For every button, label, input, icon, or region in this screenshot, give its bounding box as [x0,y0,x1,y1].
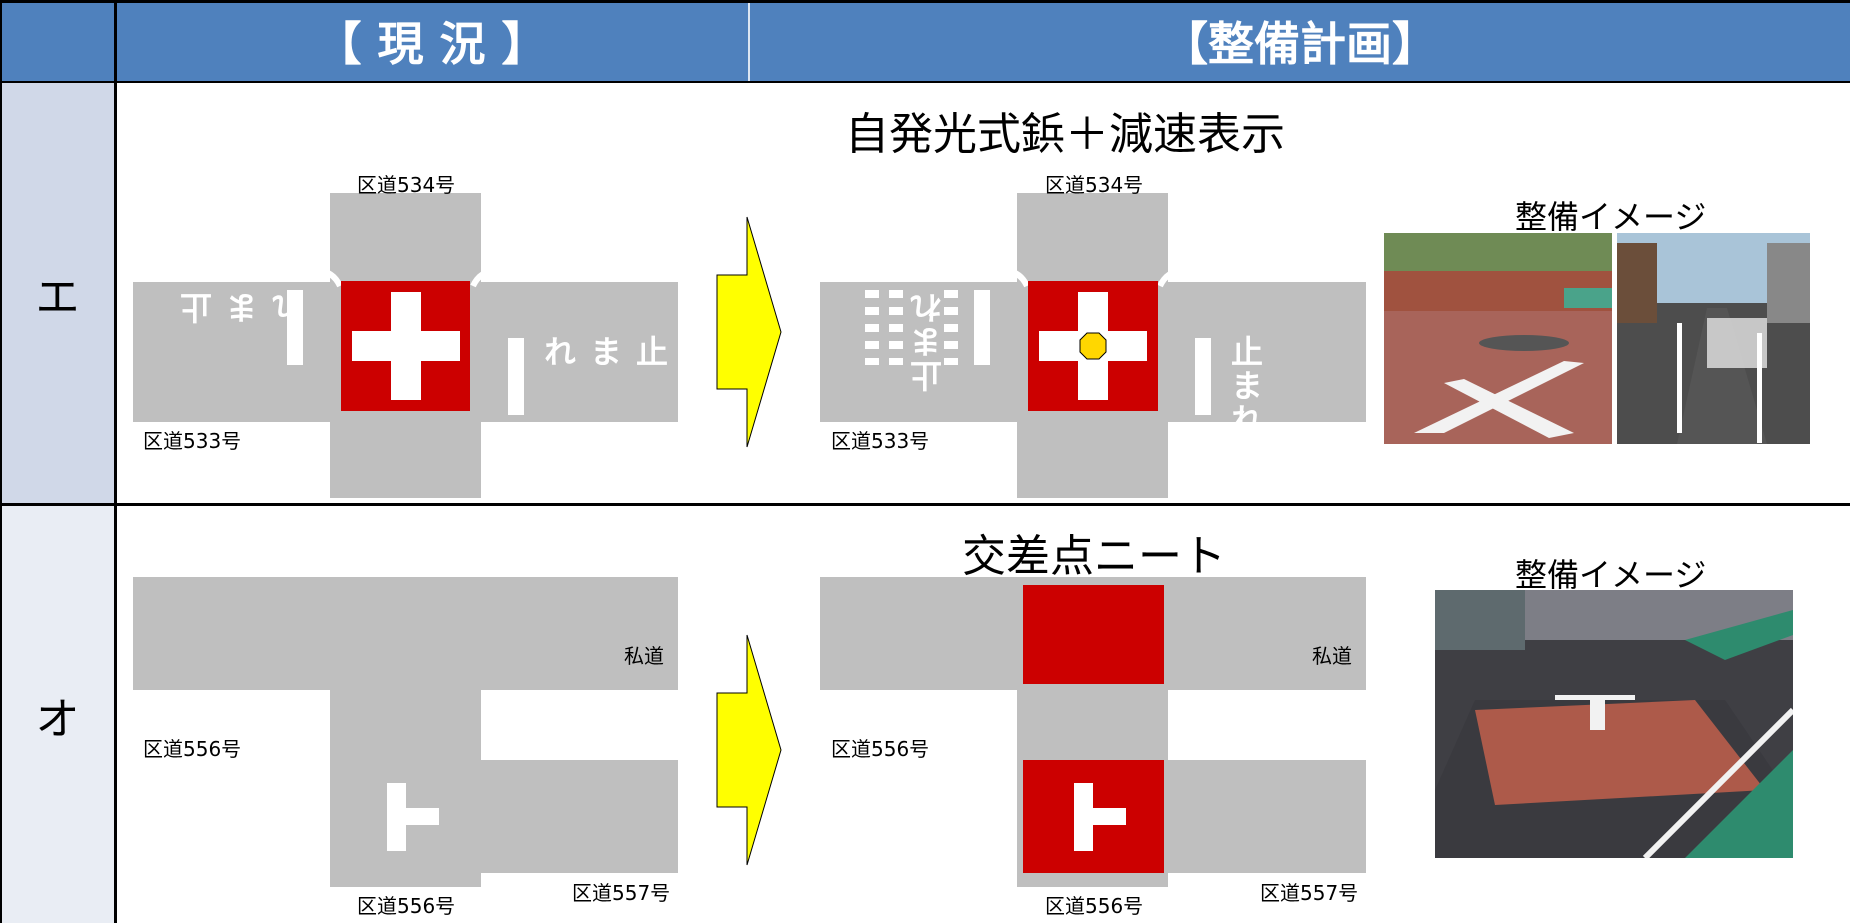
header-corner [0,0,115,82]
road-label-west: 区道533号 [831,429,930,453]
road-label-southeast: 区道557号 [572,881,671,905]
curb-line-left [820,268,1030,288]
road-segment [481,760,678,873]
stop-line-east [1195,338,1211,415]
deceleration-marking-column-3 [944,290,958,365]
road-label-west: 区道556号 [143,737,242,761]
stop-text-east: 止まれ [1226,335,1264,437]
intersection-red-square-north [1023,585,1164,684]
row-o-plan-title: 交差点ニート [962,531,1226,582]
row-label-e: エ [0,82,115,504]
road-label-north: 区道534号 [1045,173,1144,197]
row-e-plan-title: 自発光式鋲＋減速表示 [845,109,1285,160]
table-divider-header [0,81,1850,83]
road-segment [1168,760,1366,873]
row-e-image-title: 整備イメージ [1515,198,1707,236]
road-label-south: 区道556号 [357,894,456,918]
road-label-north: 区道534号 [357,173,456,197]
self-luminous-stud-icon [1079,332,1107,360]
row-o-image-title: 整備イメージ [1515,556,1707,594]
road-label-southeast: 区道557号 [1260,881,1359,905]
header-plan-label: 【整備計画】 [1162,17,1438,71]
curb-line-right [470,268,678,288]
road-label-west: 区道533号 [143,429,242,453]
deceleration-marking-column-2 [889,290,903,365]
row-label-o: オ [0,506,115,923]
example-photo-3 [1435,590,1793,858]
stop-line-west [287,290,303,365]
stop-text-west: 止まれ [179,290,309,324]
stop-line-west [974,290,990,365]
header-plan: 【整備計画】 [750,0,1850,82]
stop-text-east: 止まれ [539,335,669,369]
arrow-right-icon [716,216,782,448]
example-photo-1 [1384,233,1612,444]
stop-text-west: 止まれ [909,290,947,392]
row-label-o-text: オ [35,693,80,745]
road-label-private: 私道 [1312,644,1352,668]
curb-line-left [133,268,343,288]
stop-line-east [508,338,524,415]
cross-marking-v [391,292,421,400]
t-marking-bar [387,808,439,825]
table-divider-row [0,503,1850,506]
road-label-south: 区道556号 [1045,894,1144,918]
t-marking-bar [1074,808,1126,825]
header-current: 【 現 況 】 [115,0,748,82]
road-label-west: 区道556号 [831,737,930,761]
table-border-top [0,0,1850,3]
deceleration-marking-column-1 [865,290,879,365]
header-current-label: 【 現 況 】 [315,17,548,71]
example-photo-2 [1617,233,1810,444]
header-divider [748,0,750,82]
table-divider-vertical [114,0,117,923]
row-label-e-text: エ [35,272,80,323]
curb-line-right [1157,268,1365,288]
road-label-private: 私道 [624,644,664,668]
table-border-left [0,0,2,923]
arrow-right-icon [716,634,782,866]
